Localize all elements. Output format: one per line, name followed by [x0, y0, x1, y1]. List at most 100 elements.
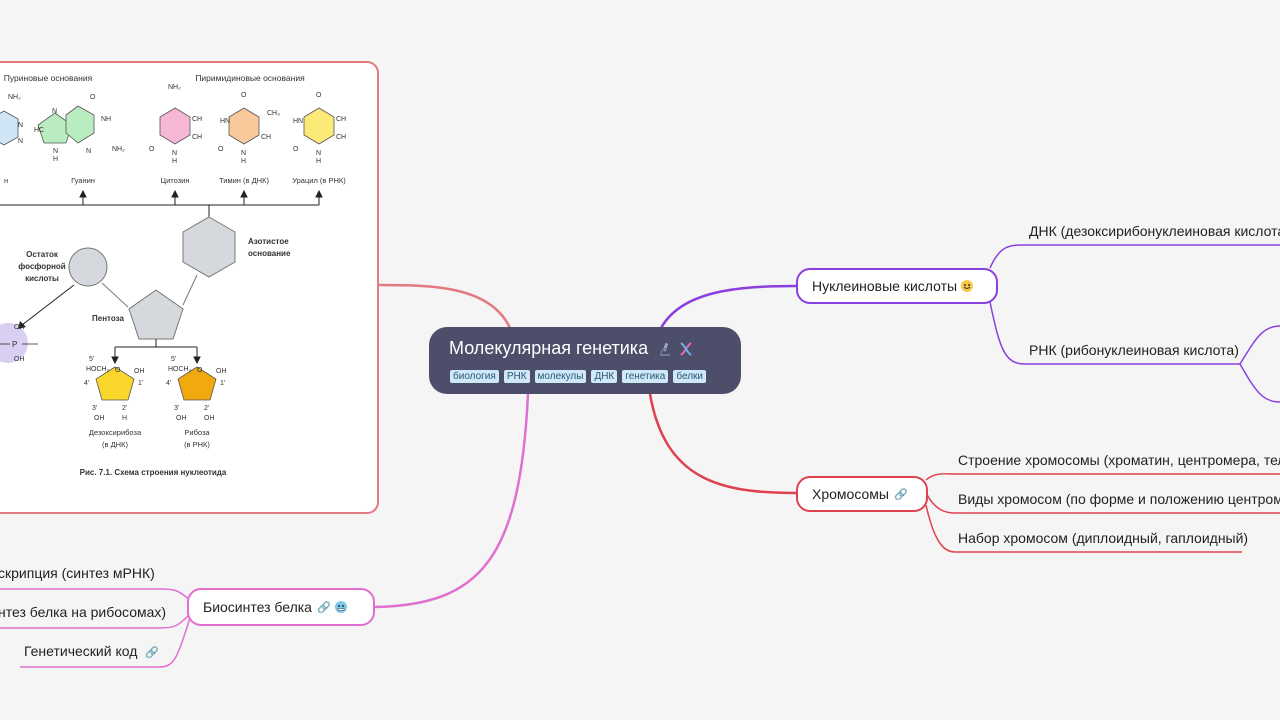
svg-text:HOCH₂: HOCH₂: [168, 366, 192, 373]
svg-text:4': 4': [166, 380, 171, 387]
base-hexagon: [182, 216, 236, 278]
svg-text:2': 2': [122, 405, 127, 412]
connector-chromosomes: [648, 393, 797, 495]
svg-text:OH: OH: [14, 356, 25, 363]
svg-text:3': 3': [92, 405, 97, 412]
svg-text:O: O: [90, 94, 96, 101]
svg-text:N: N: [316, 150, 321, 157]
base-label-uracil: Урацил (в РНК): [292, 176, 346, 185]
tag[interactable]: биология: [450, 370, 499, 383]
phosphate-line3: кислоты: [25, 274, 59, 283]
bases-bracket: [0, 189, 323, 218]
subtopic-transcription[interactable]: скрипция (синтез мРНК): [0, 565, 155, 581]
connector-biosynthesis: [374, 393, 530, 609]
svg-text:1': 1': [220, 380, 225, 387]
link-icon[interactable]: 🔗: [893, 488, 908, 501]
phosphate-line1: Остаток: [26, 250, 59, 259]
svg-text:N: N: [86, 148, 91, 155]
svg-text:OH: OH: [216, 368, 227, 375]
pyrimidines-label: Пиримидиновые основания: [195, 73, 305, 83]
subtopic-chromosome-structure[interactable]: Строение хромосомы (хроматин, центромера…: [958, 452, 1280, 468]
topic-protein-biosynthesis[interactable]: Биосинтез белка 🔗: [187, 588, 375, 626]
svg-text:N: N: [241, 150, 246, 157]
connector-bio-2: [0, 613, 191, 629]
deoxyribose-structure: 5' HOCH₂ O 4' OH 1' 3' 2' OH H Дезоксири…: [84, 356, 145, 449]
svg-text:N: N: [53, 148, 58, 155]
svg-text:O: O: [115, 367, 121, 374]
svg-text:CH: CH: [336, 116, 346, 123]
topic-chromosomes[interactable]: Хромосомы 🔗: [796, 476, 928, 512]
connector-nucleic: [658, 284, 797, 331]
subtopic-chromosome-set[interactable]: Набор хромосом (диплоидный, гаплоидный): [958, 530, 1249, 546]
connector-chromo-2: [925, 492, 1280, 514]
svg-text:NH₂: NH₂: [168, 84, 181, 91]
connector-bio-1: [0, 588, 191, 601]
tag[interactable]: молекулы: [534, 370, 587, 383]
svg-text:H: H: [316, 158, 321, 165]
svg-text:OH: OH: [176, 415, 187, 422]
tag[interactable]: белки: [673, 370, 706, 383]
cytosine-structure: NH₂ CH CH O N H Цитозин: [149, 84, 202, 185]
svg-text:O: O: [241, 92, 247, 99]
tag[interactable]: ДНК: [591, 370, 618, 383]
svg-text:CH: CH: [336, 134, 346, 141]
subtopic-rna[interactable]: РНК (рибонуклеиновая кислота): [1029, 342, 1239, 358]
link-icon[interactable]: 🔗: [145, 646, 159, 659]
link-icon[interactable]: 🔗: [316, 601, 331, 614]
subtopic-dna[interactable]: ДНК (дезоксирибонуклеиновая кислота: [1029, 223, 1280, 239]
connector-rna-sub1: [1239, 325, 1280, 365]
tag[interactable]: генетика: [622, 370, 669, 383]
phosphate-line2: фосфорной: [18, 262, 66, 271]
svg-text:N: N: [18, 138, 23, 145]
adenine-structure: NH₂ N N н: [0, 94, 23, 185]
svg-text:5': 5': [171, 356, 176, 363]
pentose-pentagon: [128, 289, 184, 340]
svg-text:P: P: [12, 340, 17, 349]
svg-text:O: O: [218, 146, 224, 153]
nucleotide-figure: Пуриновые основания Пиримидиновые основа…: [0, 73, 346, 477]
topic-label: Биосинтез белка: [203, 599, 312, 615]
nucleotide-figure-card[interactable]: Пуриновые основания Пиримидиновые основа…: [0, 61, 379, 514]
root-title: Молекулярная генетика: [449, 338, 649, 358]
topic-nucleic-acids[interactable]: Нуклеиновые кислоты: [796, 268, 998, 304]
guanine-structure: O NH N HC N H N NH₂ Гуанин: [34, 94, 125, 185]
thymine-structure: O HN CH₃ CH O N H Тимин (в ДНК): [218, 92, 280, 185]
phosphate-circle: [68, 247, 108, 287]
pentose-label: Пентоза: [92, 314, 124, 323]
connector-chromo-3: [925, 504, 1242, 553]
svg-text:OH: OH: [204, 415, 215, 422]
connector-bio-3: [20, 617, 191, 668]
svg-text:H: H: [53, 156, 58, 163]
subtopic-translation[interactable]: нтез белка на рибосомах): [0, 604, 167, 620]
deoxyribose-note: (в ДНК): [102, 440, 128, 449]
svg-text:O: O: [197, 367, 203, 374]
root-title-wrap: Молекулярная генетика: [449, 338, 694, 359]
svg-text:NH: NH: [101, 116, 111, 123]
phosphate-group: OH P OH: [0, 284, 75, 363]
connector-rna: [989, 301, 1240, 365]
base-label-cytosine: Цитозин: [161, 176, 190, 185]
svg-text:3': 3': [174, 405, 179, 412]
svg-text:4': 4': [84, 380, 89, 387]
svg-text:CH: CH: [192, 134, 202, 141]
connector-rna-sub2: [1239, 363, 1280, 403]
purines-label: Пуриновые основания: [4, 73, 93, 83]
svg-text:O: O: [149, 146, 155, 153]
uracil-structure: O HN CH CH O N H Урацил (в РНК): [292, 92, 346, 185]
microscope-icon: [657, 341, 673, 357]
topic-label: Нуклеиновые кислоты: [812, 278, 958, 294]
connector-dna: [989, 244, 1280, 269]
tag-list: биология РНК молекулы ДНК генетика белки: [450, 370, 706, 383]
sugar-arrows: [111, 339, 201, 365]
subtopic-chromosome-types[interactable]: Виды хромосом (по форме и положению цент…: [958, 491, 1280, 507]
subtopic-genetic-code[interactable]: Генетический код 🔗: [24, 643, 159, 659]
svg-text:HOCH₂: HOCH₂: [86, 366, 110, 373]
root-topic[interactable]: Молекулярная генетика биология РНК молек…: [429, 327, 741, 394]
deoxyribose-label: Дезоксирибоза: [89, 428, 142, 437]
ribose-note: (в РНК): [184, 440, 210, 449]
svg-text:1': 1': [138, 380, 143, 387]
base-label-adenine: н: [4, 176, 8, 185]
tag[interactable]: РНК: [503, 370, 530, 383]
subtopic-label: Генетический код: [24, 643, 138, 659]
